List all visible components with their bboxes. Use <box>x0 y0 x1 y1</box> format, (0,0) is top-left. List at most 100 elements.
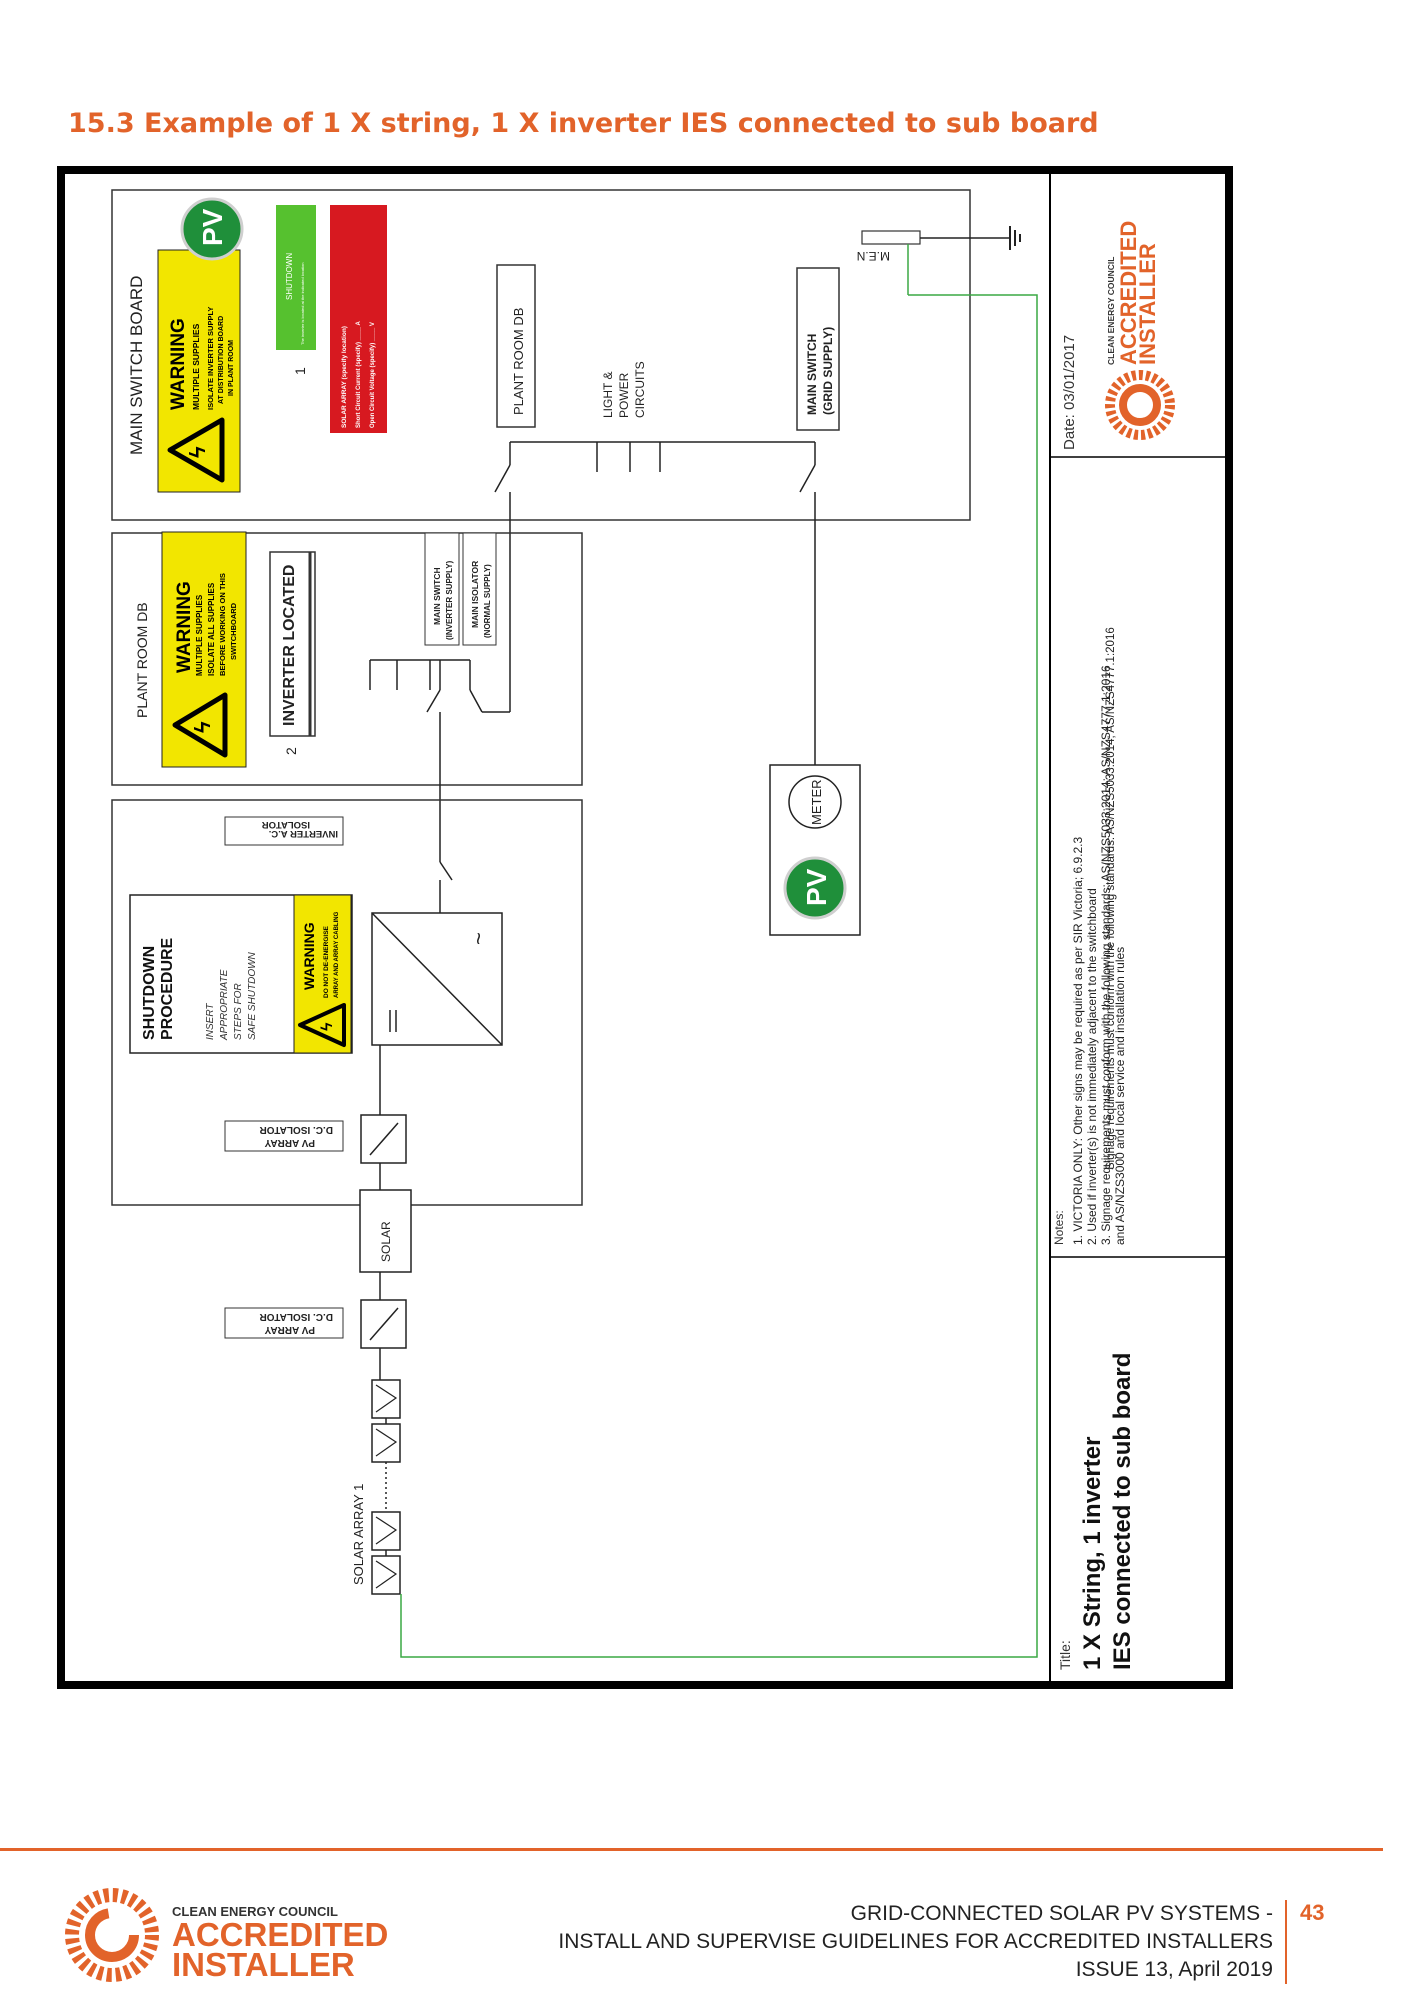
svg-text:(NORMAL SUPPLY): (NORMAL SUPPLY) <box>483 564 492 638</box>
footer-rule <box>0 1848 1383 1851</box>
note-3: 3. Signage requirements must conform wit… <box>1099 665 1113 1245</box>
svg-text:MAIN SWITCH: MAIN SWITCH <box>805 334 819 415</box>
main-switch-board-label: MAIN SWITCH BOARD <box>127 276 146 455</box>
section-heading: 15.3 Example of 1 X string, 1 X inverter… <box>68 108 1099 139</box>
svg-text:PROCEDURE: PROCEDURE <box>159 937 176 1040</box>
svg-text:IN PLANT ROOM: IN PLANT ROOM <box>228 340 235 396</box>
svg-text:PV ARRAY: PV ARRAY <box>264 1324 315 1335</box>
shutdown-procedure-sign: SHUTDOWN PROCEDURE INSERT APPROPRIATE ST… <box>129 894 353 1054</box>
svg-text:PV: PV <box>197 208 228 246</box>
footer-text: GRID-CONNECTED SOLAR PV SYSTEMS - INSTAL… <box>558 1900 1273 1984</box>
msb-number: 1 <box>292 367 308 375</box>
prdb-warning-sign: ϟ WARNING MULTIPLE SUPPLIES ISOLATE ALL … <box>161 531 247 768</box>
svg-text:INSTALLER: INSTALLER <box>172 1946 355 1983</box>
date-label: Date: 03/01/2017 <box>1061 335 1078 450</box>
svg-text:SHUTDOWN: SHUTDOWN <box>141 946 158 1040</box>
svg-text:WARNING: WARNING <box>168 318 189 410</box>
svg-text:APPROPRIATE: APPROPRIATE <box>219 969 230 1041</box>
svg-text:SOLAR: SOLAR <box>379 1221 393 1262</box>
msb-plant-room-box: PLANT ROOM DB <box>496 264 536 428</box>
svg-text:SAFE SHUTDOWN: SAFE SHUTDOWN <box>247 951 258 1040</box>
svg-text:PLANT ROOM DB: PLANT ROOM DB <box>511 308 526 415</box>
svg-text:(INVERTER SUPPLY): (INVERTER SUPPLY) <box>445 560 454 640</box>
svg-text:MAIN SWITCH: MAIN SWITCH <box>432 567 442 625</box>
msb-light-power-label: LIGHT & POWER CIRCUITS <box>601 361 647 418</box>
title-label: Title: <box>1057 1640 1073 1670</box>
svg-text:CLEAN ENERGY COUNCIL: CLEAN ENERGY COUNCIL <box>172 1904 338 1919</box>
svg-text:CLEAN ENERGY COUNCIL: CLEAN ENERGY COUNCIL <box>1106 257 1116 365</box>
lightning-icon: ϟ <box>185 446 210 458</box>
diagram-frame <box>57 166 1233 1689</box>
svg-text:M.E.N: M.E.N <box>857 249 890 263</box>
svg-text:STEPS FOR: STEPS FOR <box>233 983 244 1040</box>
svg-text:ISOLATE INVERTER SUPPLY: ISOLATE INVERTER SUPPLY <box>206 307 215 410</box>
hazard-triangle-icon <box>172 692 228 758</box>
footer-line-1: GRID-CONNECTED SOLAR PV SYSTEMS - <box>850 1902 1273 1925</box>
title-block-logo: CLEAN ENERGY COUNCIL ACCREDITED INSTALLE… <box>1105 221 1175 440</box>
svg-text:SOLAR ARRAY (specify location): SOLAR ARRAY (specify location) <box>341 326 348 428</box>
svg-text:INVERTER A.C.: INVERTER A.C. <box>269 828 338 839</box>
lightning-icon: ϟ <box>190 721 215 733</box>
svg-text:SHUTDOWN: SHUTDOWN <box>285 253 294 300</box>
svg-text:CIRCUITS: CIRCUITS <box>633 361 647 418</box>
svg-text:AT DISTRIBUTION BOARD: AT DISTRIBUTION BOARD <box>218 316 225 404</box>
solar-junction-box: SOLAR <box>359 1189 412 1273</box>
svg-text:INSTALLER: INSTALLER <box>1135 243 1160 365</box>
svg-text:Short Circuit Current (specify: Short Circuit Current (specify) ____ A <box>356 321 362 428</box>
footer-logo: CLEAN ENERGY COUNCIL ACCREDITED INSTALLE… <box>65 1888 388 1983</box>
prdb-main-isolator-box: MAIN ISOLATOR (NORMAL SUPPLY) <box>462 532 497 646</box>
solar-array: SOLAR ARRAY 1 <box>351 1379 401 1595</box>
svg-text:INSERT: INSERT <box>205 1003 216 1040</box>
svg-text:D.C. ISOLATOR: D.C. ISOLATOR <box>259 1124 333 1135</box>
plant-room-db-label: PLANT ROOM DB <box>134 602 150 718</box>
svg-text:WARNING: WARNING <box>301 922 317 990</box>
inverter-ac-isolator-label: INVERTER A.C. ISOLATOR <box>224 816 344 846</box>
svg-text:ISOLATE ALL SUPPLIES: ISOLATE ALL SUPPLIES <box>207 582 216 676</box>
pv-module-icon <box>371 1555 401 1595</box>
men-link: M.E.N <box>857 226 1021 295</box>
svg-text:(GRID SUPPLY): (GRID SUPPLY) <box>821 327 835 415</box>
pv-module-icon <box>371 1511 401 1551</box>
prdb-inverter-located-sign: INVERTER LOCATED <box>269 551 316 737</box>
svg-text:ISOLATOR: ISOLATOR <box>262 819 310 830</box>
title-line-2: IES connected to sub board <box>1109 1353 1136 1670</box>
standards-line: Signage requirements must conform with t… <box>1105 627 1117 1170</box>
note-3-cont: and AS/NZS3000 and local service and ins… <box>1113 947 1127 1245</box>
earth-conductor <box>400 294 1038 1658</box>
logo-mark-icon <box>65 1888 159 1982</box>
prdb-main-switch-inverter-box: MAIN SWITCH (INVERTER SUPPLY) <box>424 532 460 646</box>
dc-isolator-lower: PV ARRAY D.C. ISOLATOR <box>224 1299 407 1349</box>
ac-symbol-icon: ~ <box>466 932 491 945</box>
note-2: 2. Used if inverter(s) is not immediatel… <box>1085 888 1099 1245</box>
msb-warning-sign: ϟ WARNING MULTIPLE SUPPLIES ISOLATE INVE… <box>157 249 241 493</box>
dc-isolator-upper: PV ARRAY D.C. ISOLATOR <box>224 1114 407 1164</box>
svg-text:The inverter is located at the: The inverter is located at the indicated… <box>300 263 305 346</box>
title-line-1: 1 X String, 1 inverter <box>1079 1437 1106 1670</box>
svg-text:WARNING: WARNING <box>174 581 195 673</box>
msb-main-switch-grid-box: MAIN SWITCH (GRID SUPPLY) <box>796 267 840 431</box>
svg-text:D.C. ISOLATOR: D.C. ISOLATOR <box>259 1311 333 1322</box>
svg-text:METER: METER <box>809 780 824 826</box>
inverter-area: INVERTER A.C. ISOLATOR SHUTDOWN PROCEDUR… <box>111 799 583 1595</box>
svg-text:ARRAY AND ARRAY CABLING: ARRAY AND ARRAY CABLING <box>334 911 340 998</box>
footer-line-3: ISSUE 13, April 2019 <box>1075 1958 1273 1981</box>
svg-text:SWITCHBOARD: SWITCHBOARD <box>229 602 238 660</box>
svg-text:MULTIPLE SUPPLIES: MULTIPLE SUPPLIES <box>191 323 201 410</box>
pv-module-icon <box>371 1423 401 1463</box>
main-switch-board: MAIN SWITCH BOARD ϟ WARNING MULTIPLE SUP… <box>111 189 1021 770</box>
msb-pv-badge: PV <box>180 197 244 261</box>
svg-text:DO NOT DE-ENERGISE: DO NOT DE-ENERGISE <box>323 925 330 998</box>
svg-text:POWER: POWER <box>617 372 631 418</box>
hazard-triangle-icon <box>298 1003 346 1047</box>
svg-text:MAIN ISOLATOR: MAIN ISOLATOR <box>470 561 480 628</box>
svg-text:PV: PV <box>801 868 832 906</box>
pv-module-icon <box>371 1379 401 1419</box>
lightning-icon: ϟ <box>319 1022 336 1031</box>
note-1: 1. VICTORIA ONLY: Other signs may be req… <box>1071 836 1085 1245</box>
solar-array-label: SOLAR ARRAY 1 <box>351 1484 366 1585</box>
hazard-triangle-icon <box>167 417 225 483</box>
msb-green-sign: SHUTDOWN The inverter is located at the … <box>276 205 316 350</box>
svg-text:INVERTER LOCATED: INVERTER LOCATED <box>281 565 298 726</box>
svg-text:Open Circuit Voltage (specify): Open Circuit Voltage (specify) ____ V <box>370 322 376 428</box>
notes-label: Notes: <box>1052 1210 1066 1245</box>
